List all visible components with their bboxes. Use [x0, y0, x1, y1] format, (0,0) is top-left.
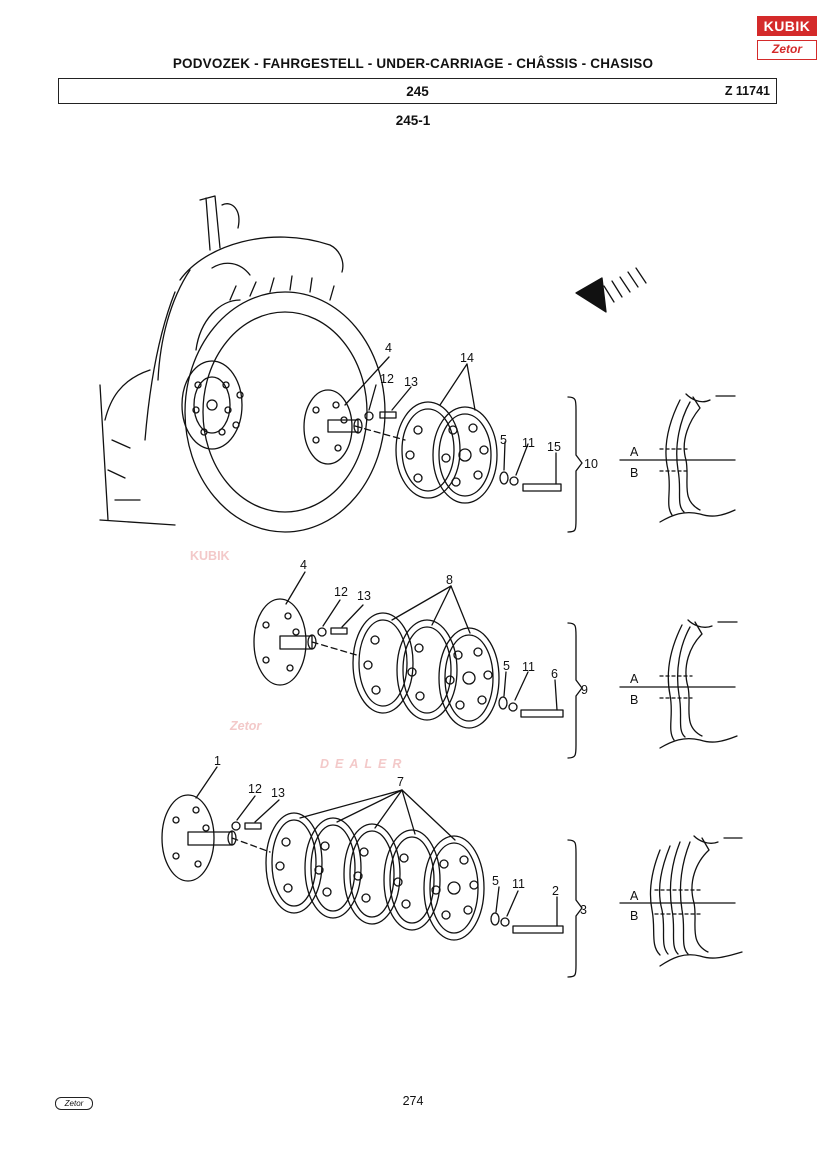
page-number: 274	[402, 1094, 424, 1108]
callouts-group-2: 4 12 13 8 5 11 6 9 A B	[300, 558, 639, 707]
callout-label: 12	[248, 782, 262, 796]
watermark: KUBIK Zetor DEALER	[190, 549, 407, 771]
callout-label: 12	[380, 372, 394, 386]
watermark-line1: KUBIK	[190, 549, 230, 563]
side-label-b: B	[630, 693, 638, 707]
group-number: 245	[406, 84, 429, 99]
callout-label: 11	[522, 660, 535, 674]
zetor-dealer-logo: Zetor	[757, 40, 817, 60]
assembly-group-2	[253, 571, 738, 759]
callout-label: 3	[580, 903, 587, 917]
callout-label: 5	[503, 659, 510, 673]
kubik-logo: KUBIK	[757, 16, 817, 36]
callout-label: 13	[357, 589, 371, 603]
callout-label: 12	[334, 585, 348, 599]
callout-label: 13	[404, 375, 418, 389]
side-label-a: A	[630, 889, 639, 903]
callouts-group-1: 4 12 13 14 5 11 15 10 A B	[380, 341, 639, 480]
callouts-group-3: 1 12 13 7 5 11 2 3 A B	[214, 754, 639, 923]
subgroup-number: 245-1	[395, 113, 431, 128]
assembly-group-3	[161, 766, 743, 978]
watermark-line3: DEALER	[320, 757, 407, 771]
callout-label: 9	[581, 683, 588, 697]
direction-arrow-icon	[575, 267, 647, 313]
side-label-b: B	[630, 909, 638, 923]
callout-label: 13	[271, 786, 285, 800]
watermark-line2: Zetor	[229, 719, 262, 733]
tractor-rear-outline	[99, 195, 386, 533]
callout-label: 11	[512, 877, 525, 891]
drawing-code: Z 11741	[724, 84, 770, 98]
callout-label: 15	[547, 440, 561, 454]
callout-label: 7	[397, 775, 404, 789]
callout-label: 8	[446, 573, 453, 587]
callout-label: 4	[300, 558, 307, 572]
side-label-a: A	[630, 445, 639, 459]
callout-label: 2	[552, 884, 559, 898]
callout-label: 5	[500, 433, 507, 447]
side-label-b: B	[630, 466, 638, 480]
header-box: 245 Z 11741	[58, 78, 777, 104]
callout-label: 4	[385, 341, 392, 355]
side-label-a: A	[630, 672, 639, 686]
callout-label: 1	[214, 754, 221, 768]
callout-label: 11	[522, 436, 535, 450]
callout-label: 14	[460, 351, 474, 365]
zetor-logo-small: Zetor	[55, 1097, 93, 1110]
callout-label: 10	[584, 457, 598, 471]
page-title: PODVOZEK - FAHRGESTELL - UNDER-CARRIAGE …	[172, 56, 654, 71]
callout-label: 6	[551, 667, 558, 681]
assembly-group-1	[303, 356, 736, 533]
callout-label: 5	[492, 874, 499, 888]
